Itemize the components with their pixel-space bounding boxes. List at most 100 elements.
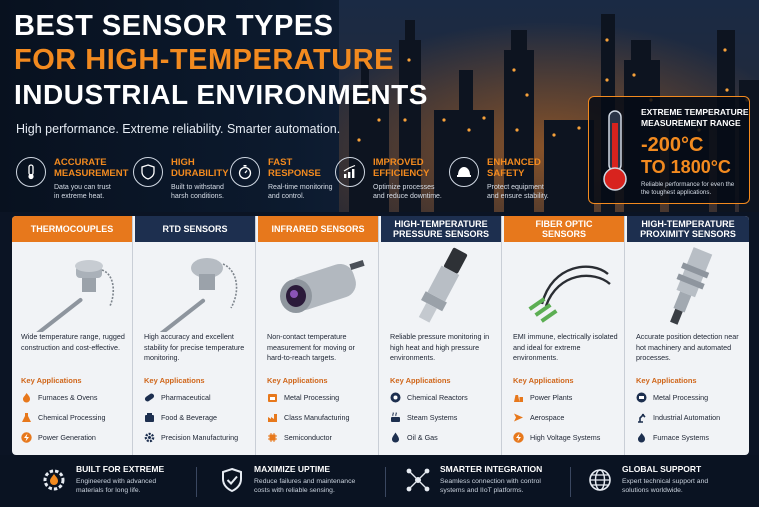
feature-title: ACCURATE <box>54 157 107 168</box>
factory-icon <box>267 412 278 423</box>
feature-desc: in extreme heat. <box>54 193 105 200</box>
application-item: Industrial Automation <box>636 410 720 424</box>
application-item: Furnace Systems <box>636 430 709 444</box>
shield-check-icon <box>218 466 246 494</box>
feature-title: MEASUREMENT <box>54 168 129 179</box>
feature-desc: Protect equipment <box>487 184 544 191</box>
flame-icon <box>21 392 32 403</box>
footer-title: BUILT FOR EXTREME <box>76 464 165 474</box>
airplane-icon <box>513 412 524 423</box>
application-item: Food & Beverage <box>144 410 217 424</box>
sensor-description: Wide temperature range, rugged construct… <box>21 332 125 352</box>
application-item: Power Plants <box>513 390 572 404</box>
feature-title: HIGH <box>171 157 195 168</box>
application-label: Furnace Systems <box>653 432 709 442</box>
capsule-icon <box>144 392 155 403</box>
gear-icon <box>144 432 155 443</box>
sensor-description: Reliable pressure monitoring in high hea… <box>390 332 490 362</box>
footer-desc: Reduce failures and maintenance <box>254 478 356 485</box>
sensor-title: PROXIMITY SENSORS <box>640 229 736 239</box>
sensor-title: INFRARED SENSORS <box>271 224 365 234</box>
flame-icon <box>636 432 647 443</box>
range-low-value: -200°C <box>641 134 704 156</box>
title-line-2: FOR HIGH-TEMPERATURE <box>14 44 395 76</box>
feature-desc: Data you can trust <box>54 184 111 191</box>
proximity-sensor-image <box>627 242 749 334</box>
application-label: High Voltage Systems <box>530 432 601 442</box>
feature-title: EFFICIENCY <box>373 168 430 179</box>
feature-desc: Optimize processes <box>373 184 435 191</box>
food-icon <box>144 412 155 423</box>
robot-arm-icon <box>636 412 647 423</box>
divider <box>570 467 571 497</box>
application-label: Class Manufacturing <box>284 412 350 422</box>
application-label: Semiconductor <box>284 432 332 442</box>
sensor-card-header: RTD SENSORS <box>135 216 255 242</box>
range-high-value: TO 1800°C <box>641 157 731 177</box>
lightning-icon <box>21 431 32 443</box>
key-applications-label: Key Applications <box>267 376 328 385</box>
application-label: Metal Processing <box>284 392 340 402</box>
application-label: Power Generation <box>38 432 96 442</box>
divider <box>385 467 386 497</box>
thermometer-icon <box>16 157 46 187</box>
feature-desc: and ensure stability. <box>487 193 549 200</box>
oil-drop-icon <box>390 432 401 443</box>
range-label: EXTREME TEMPERATURE <box>641 107 749 117</box>
feature-title: FAST <box>268 157 293 168</box>
feature-desc: and reduce downtime. <box>373 193 442 200</box>
sensor-card-header: INFRARED SENSORS <box>258 216 378 242</box>
hero-banner: BEST SENSOR TYPES FOR HIGH-TEMPERATURE I… <box>0 0 759 212</box>
feature-title: ENHANCED <box>487 157 541 168</box>
footer-desc: materials for long life. <box>76 487 141 494</box>
feature-desc: and control. <box>268 193 305 200</box>
reactor-icon <box>390 392 401 403</box>
rtd-sensor-image <box>135 242 255 334</box>
sensor-card-thermocouples: THERMOCOUPLES Wide temperature range, ru… <box>12 216 133 455</box>
application-label: Metal Processing <box>653 392 709 402</box>
key-applications-label: Key Applications <box>636 376 697 385</box>
footer-desc: systems and IIoT platforms. <box>440 487 524 494</box>
application-label: Power Plants <box>530 392 573 402</box>
feature-title: DURABILITY <box>171 168 229 179</box>
sensor-card-infrared: INFRARED SENSORS Non-contact temperature… <box>258 216 379 455</box>
key-applications-label: Key Applications <box>513 376 574 385</box>
footer-title: GLOBAL SUPPORT <box>622 464 702 474</box>
feature-title: IMPROVED <box>373 157 424 168</box>
application-item: Pharmaceutical <box>144 390 211 404</box>
sensor-title: PRESSURE SENSORS <box>392 229 490 239</box>
tagline: High performance. Extreme reliability. S… <box>16 122 341 136</box>
flask-icon <box>21 412 32 423</box>
application-item: Chemical Processing <box>21 410 106 424</box>
sensor-description: EMI immune, electrically isolated and id… <box>513 332 618 362</box>
sensor-card-rtd: RTD SENSORS High accuracy and excellent … <box>135 216 256 455</box>
feature-desc: Real-time monitoring <box>268 184 333 191</box>
feature-desc: Built to withstand <box>171 184 224 191</box>
application-label: Chemical Reactors <box>407 392 468 402</box>
key-applications-label: Key Applications <box>144 376 205 385</box>
application-label: Precision Manufacturing <box>161 432 239 442</box>
application-label: Steam Systems <box>407 412 458 422</box>
application-item: Metal Processing <box>267 390 339 404</box>
sensor-card-header: THERMOCOUPLES <box>12 216 132 242</box>
application-item: High Voltage Systems <box>513 430 600 444</box>
sensor-title: HIGH-TEMPERATURE <box>394 219 488 229</box>
range-note: Reliable performance for even the <box>641 181 735 188</box>
sensor-title: SENSORS <box>541 229 586 239</box>
growth-chart-icon <box>335 157 365 187</box>
application-item: Oil & Gas <box>390 430 438 444</box>
footer-desc: Seamless connection with control <box>440 478 541 485</box>
range-note: the toughest applications. <box>641 189 712 196</box>
footer-desc: Engineered with advanced <box>76 478 157 485</box>
shield-icon <box>133 157 163 187</box>
thermometer-icon <box>603 110 627 191</box>
